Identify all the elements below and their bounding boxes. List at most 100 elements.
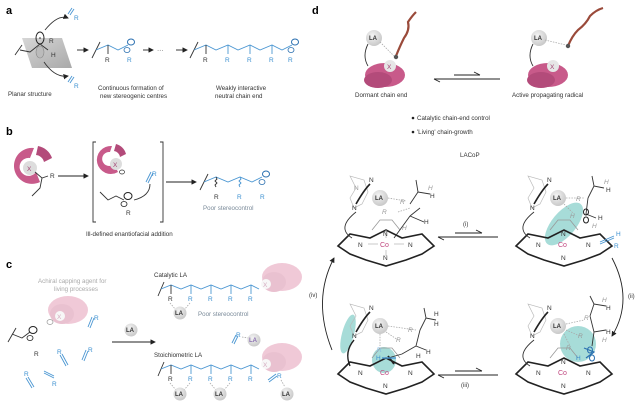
bullet-list: Catalytic chain-end control 'Living' cha… bbox=[411, 115, 490, 136]
short-chain: R R bbox=[91, 38, 135, 64]
atom-h: H bbox=[604, 179, 609, 186]
la-label: LA bbox=[369, 36, 378, 42]
atom-n: N bbox=[383, 231, 388, 238]
atom-r: R bbox=[614, 243, 619, 250]
atom-r: R bbox=[24, 371, 29, 378]
planar-radical-structure: R H R R bbox=[14, 7, 79, 90]
atom-h: H bbox=[570, 213, 575, 220]
teal-orbital-highlight bbox=[340, 314, 356, 354]
atom-n: N bbox=[358, 242, 363, 249]
atom-n: N bbox=[536, 370, 541, 377]
atom-n: N bbox=[383, 255, 388, 262]
active-propagating-radical: X LA bbox=[527, 6, 604, 88]
atom-co: Co bbox=[380, 242, 389, 249]
panel-b-label: b bbox=[6, 126, 13, 138]
la-label: LA bbox=[375, 324, 384, 330]
atom-x: X bbox=[550, 64, 555, 71]
caption-continuous-1: Continuous formation of bbox=[98, 85, 164, 92]
atom-r: R bbox=[52, 381, 57, 388]
step-iii-label: (iii) bbox=[461, 383, 469, 389]
atom-r-bottom: R bbox=[74, 83, 79, 90]
achiral-capping-agent: X bbox=[48, 296, 88, 324]
atom-co: Co bbox=[380, 370, 389, 377]
atom-r: R bbox=[566, 345, 571, 352]
caption-dormant: Dormant chain end bbox=[355, 92, 408, 99]
caption-active: Active propagating radical bbox=[512, 92, 583, 99]
step-iii-arrows: (iii) bbox=[437, 367, 498, 389]
stoichiometric-la-chain: R R R R R LA LA X R LA bbox=[157, 343, 302, 401]
teal-orbital-highlight bbox=[372, 347, 396, 373]
atom-x: X bbox=[113, 162, 118, 169]
structure-top-right: N N N N Co N N LA R H H H H H H R bbox=[514, 175, 621, 267]
atom-x: X bbox=[263, 282, 268, 289]
step-iv-arrow bbox=[322, 257, 335, 351]
atom-n: N bbox=[352, 205, 357, 212]
atom-r: R bbox=[126, 210, 131, 217]
la-label: LA bbox=[126, 328, 135, 334]
atom-r: R bbox=[168, 376, 173, 383]
atom-h: H bbox=[592, 223, 597, 230]
la-label: LA bbox=[215, 392, 224, 398]
la-label: LA bbox=[375, 196, 384, 202]
panel-d-label: d bbox=[312, 5, 319, 17]
atom-h: H bbox=[602, 337, 607, 344]
atom-r: R bbox=[225, 57, 230, 64]
atom-r: R bbox=[248, 296, 253, 303]
atom-r: R bbox=[408, 327, 413, 334]
equilibrium-arrows bbox=[433, 71, 500, 83]
atom-r: R bbox=[49, 38, 54, 45]
atom-r: R bbox=[269, 57, 274, 64]
atom-x: X bbox=[387, 64, 392, 71]
catalytic-la-chain: R R R R R LA X bbox=[157, 263, 302, 320]
atom-n: N bbox=[354, 185, 359, 192]
atom-r: R bbox=[247, 57, 252, 64]
atom-r: R bbox=[288, 57, 293, 64]
panel-a-label: a bbox=[6, 5, 13, 17]
caption-achiral-2: living processes bbox=[54, 286, 98, 293]
caption-poor-stereocontrol-b: Poor stereocontrol bbox=[203, 205, 254, 212]
monomer-la-complex: R LA bbox=[231, 332, 261, 347]
atom-n: N bbox=[536, 242, 541, 249]
atom-r: R bbox=[236, 332, 241, 339]
atom-h: H bbox=[416, 353, 421, 360]
atom-n: N bbox=[561, 359, 566, 366]
atom-r: R bbox=[168, 296, 173, 303]
atom-r: R bbox=[277, 373, 282, 380]
atom-n: N bbox=[561, 231, 566, 238]
atom-n: N bbox=[547, 305, 552, 312]
la-label: LA bbox=[175, 392, 184, 398]
teal-orbital-highlight bbox=[560, 326, 596, 362]
free-radical-and-monomers: R R R R R R bbox=[7, 315, 99, 389]
atom-r: R bbox=[382, 209, 387, 216]
atom-r: R bbox=[203, 57, 208, 64]
atom-h: H bbox=[616, 231, 621, 238]
panel-d: d X LA Dormant chain end X bbox=[309, 5, 635, 395]
step-ii-arrow bbox=[611, 257, 624, 337]
step-iv-label: (iv) bbox=[309, 293, 317, 299]
atom-h: H bbox=[434, 321, 439, 328]
atom-h: H bbox=[576, 355, 581, 362]
panel-c-label: c bbox=[6, 259, 12, 271]
atom-n: N bbox=[408, 242, 413, 249]
atom-n: N bbox=[369, 177, 374, 184]
atom-n: N bbox=[408, 370, 413, 377]
atom-h: H bbox=[434, 311, 439, 318]
atom-r: R bbox=[57, 349, 62, 356]
atom-r: R bbox=[127, 57, 132, 64]
porphyrin-core bbox=[336, 219, 436, 267]
panel-b: b X R X R R Ill-defined ena bbox=[6, 126, 270, 238]
bullet-catalytic: Catalytic chain-end control bbox=[417, 115, 490, 122]
step-i-arrows: (i) bbox=[437, 222, 498, 241]
atom-r-top: R bbox=[74, 15, 79, 22]
atom-r: R bbox=[576, 196, 581, 203]
atom-r: R bbox=[188, 296, 193, 303]
atom-x: X bbox=[263, 362, 268, 369]
caption-continuous-2: new stereogenic centres bbox=[100, 93, 167, 100]
atom-r: R bbox=[88, 347, 93, 354]
atom-n: N bbox=[530, 205, 535, 212]
atom-r: R bbox=[396, 337, 401, 344]
long-chain: R R R R R bbox=[189, 38, 299, 64]
atom-r: R bbox=[237, 194, 242, 201]
caption-stoichiometric-la: Stoichiometric LA bbox=[154, 352, 203, 359]
